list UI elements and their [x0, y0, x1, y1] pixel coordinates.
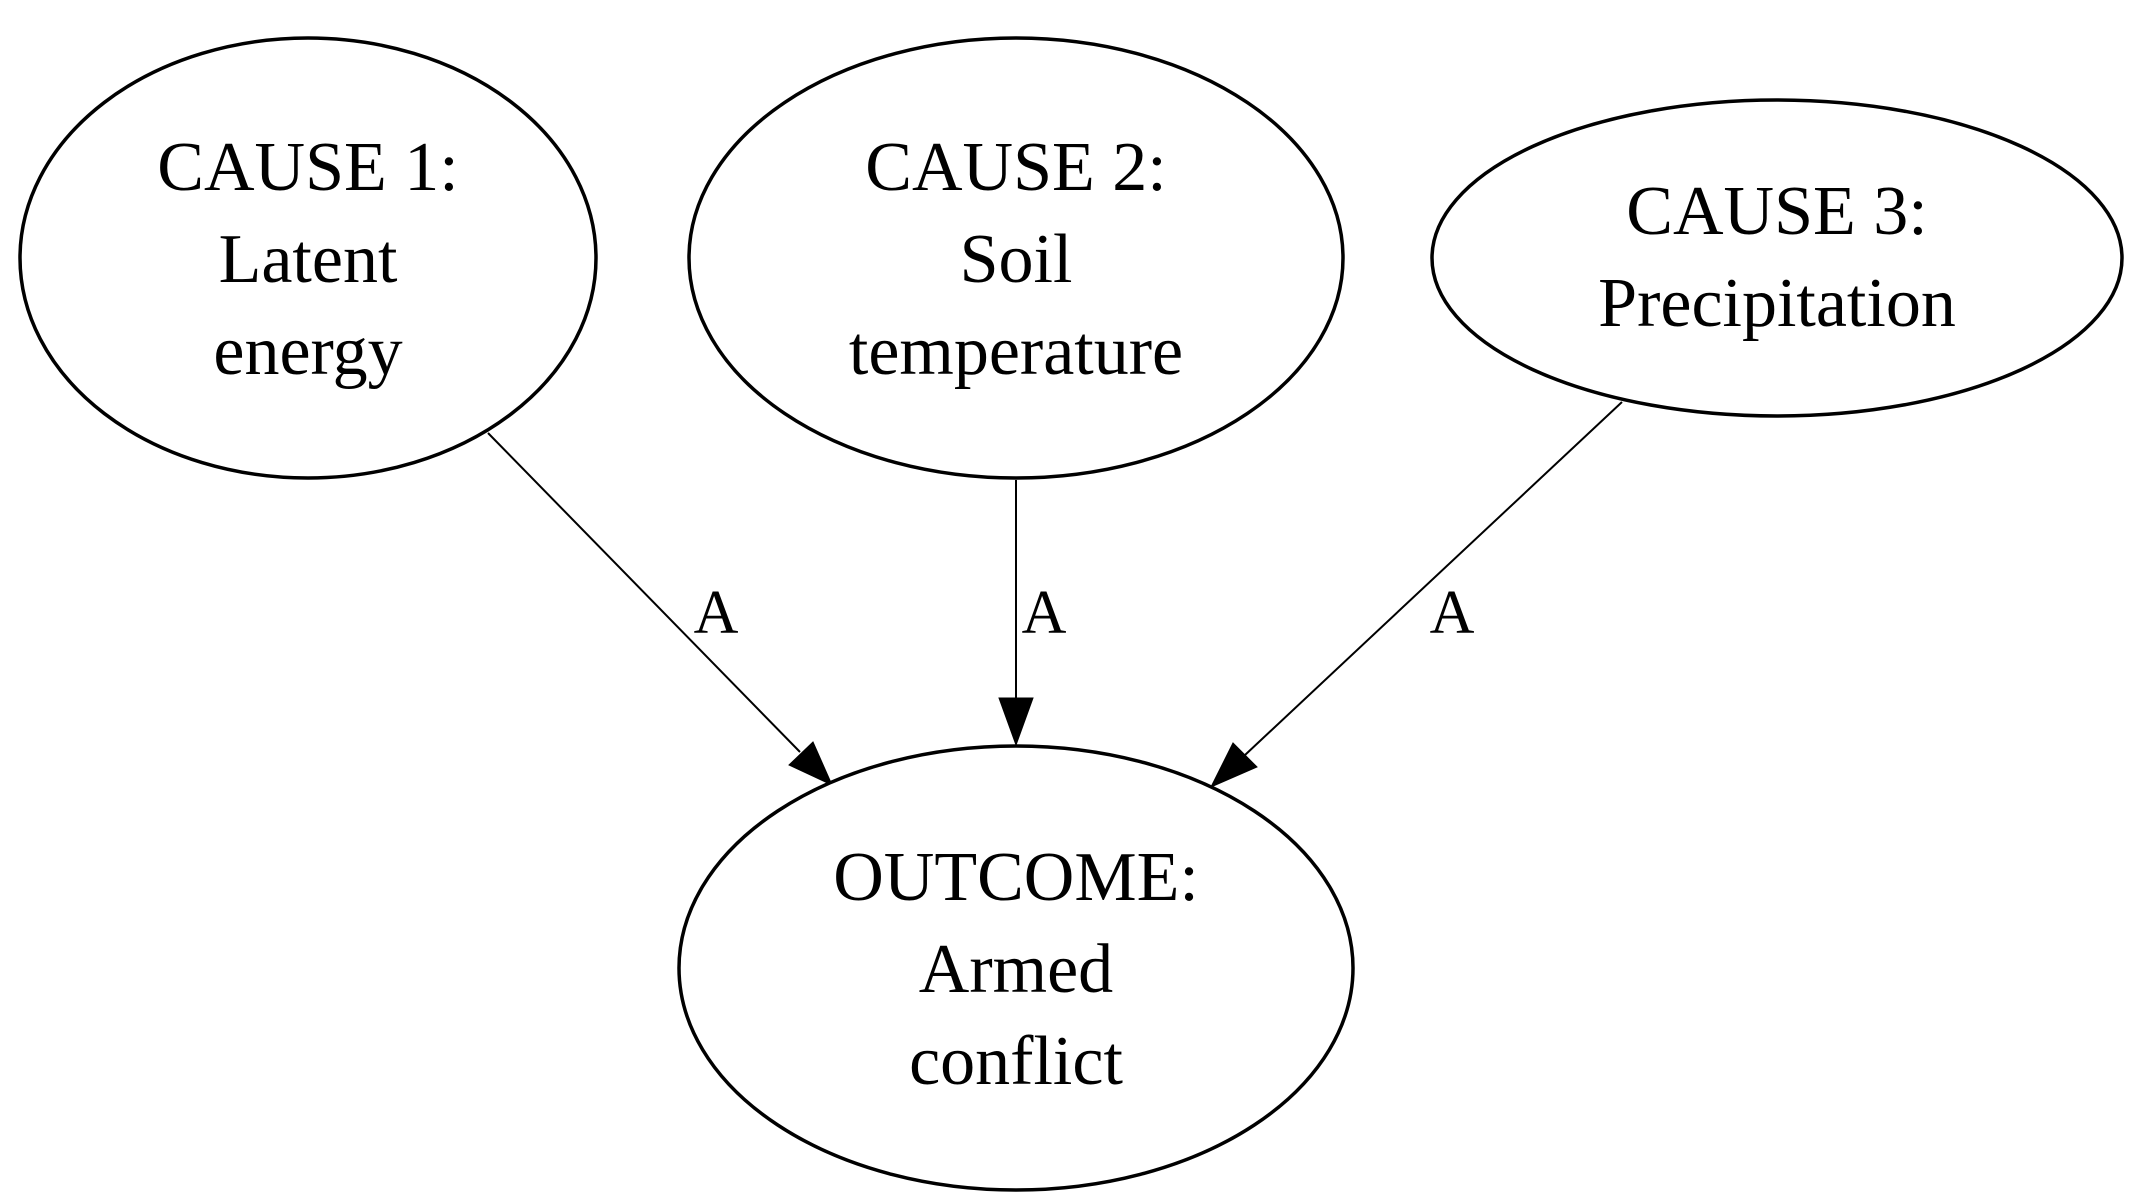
edge-line: [487, 432, 801, 753]
edge-cause2-outcome: A: [998, 480, 1067, 747]
node-label-line: Latent: [219, 221, 398, 298]
arrowhead: [1209, 742, 1258, 789]
edge-label-cause2: A: [1022, 579, 1067, 647]
node-label-line: CAUSE 2:: [865, 129, 1166, 206]
node-cause3: CAUSE 3: Precipitation: [1430, 98, 2124, 418]
node-ellipse: [687, 36, 1345, 480]
node-outcome: OUTCOME: Armed conflict: [677, 744, 1355, 1192]
edge-line: [1244, 401, 1623, 756]
node-label-line: CAUSE 3:: [1626, 173, 1927, 250]
node-label-line: temperature: [849, 313, 1183, 390]
node-label-line: Armed: [919, 931, 1113, 1008]
node-ellipse: [1430, 98, 2124, 418]
edge-cause3-outcome: A: [1209, 401, 1623, 789]
node-label-line: CAUSE 1:: [157, 129, 458, 206]
edge-cause1-outcome: A: [487, 432, 833, 787]
arrowhead: [998, 697, 1034, 747]
arrowhead: [788, 741, 833, 787]
edge-label-cause1: A: [694, 579, 739, 647]
node-cause1: CAUSE 1: Latent energy: [18, 36, 598, 480]
edge-label-cause3: A: [1430, 579, 1475, 647]
node-cause2: CAUSE 2: Soil temperature: [687, 36, 1345, 480]
node-label-line: energy: [213, 313, 402, 390]
node-label-line: OUTCOME:: [833, 839, 1199, 916]
node-ellipse: [677, 744, 1355, 1192]
node-ellipse: [18, 36, 598, 480]
node-label-line: Precipitation: [1598, 265, 1956, 342]
node-label-line: Soil: [960, 221, 1073, 298]
node-label-line: conflict: [909, 1023, 1123, 1100]
